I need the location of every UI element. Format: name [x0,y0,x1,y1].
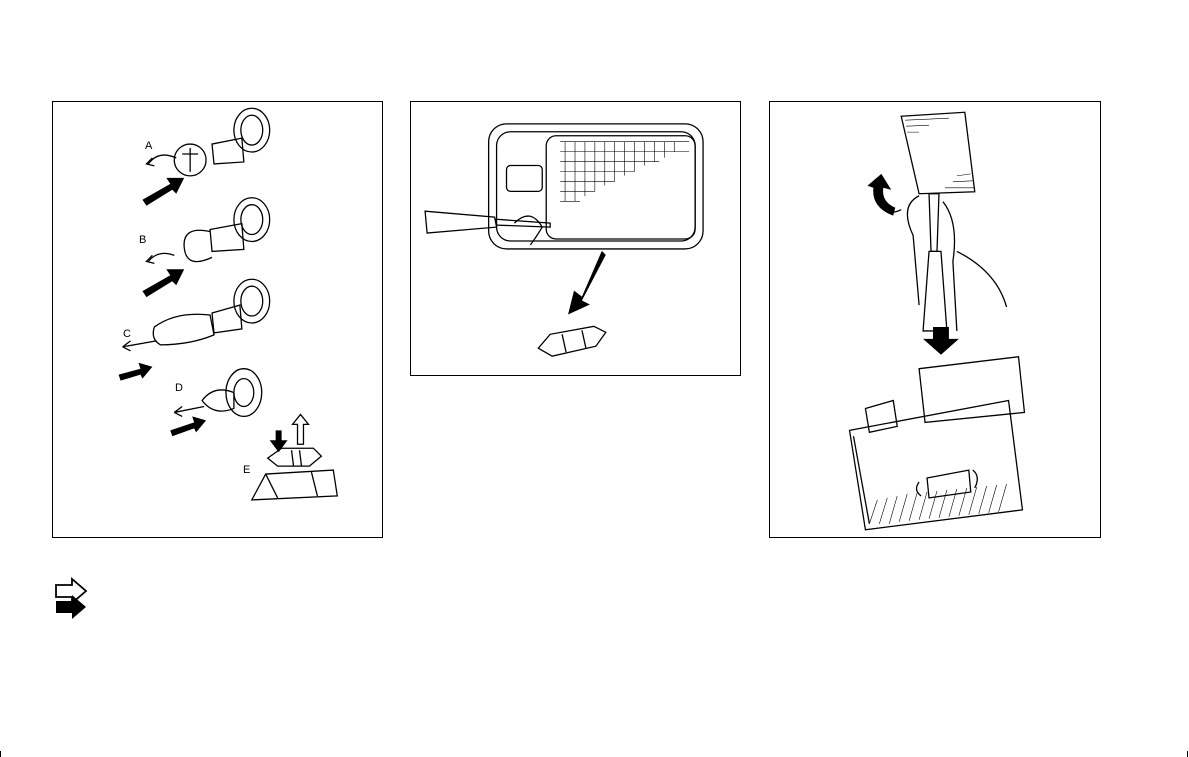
bulb-e-drawing [252,414,337,499]
bulb-b-drawing [146,198,269,264]
arrow-legend [52,577,92,625]
lens-removal-drawing [770,102,1100,537]
festoon-bulb-drawing [538,326,606,356]
map-lamp-illustration [410,101,741,376]
bulb-a-drawing [146,108,269,176]
label-c: C [123,328,131,340]
bulb-types-drawing [53,102,382,537]
bulb-d-drawing [174,369,261,417]
page-corner-mark-left [0,751,1,757]
lens-removal-illustration [769,101,1101,538]
page-corner-mark-right [1187,751,1188,757]
label-a: A [145,140,152,152]
outline-arrow-icon [56,579,86,603]
bulb-types-illustration: A B C D E [52,101,383,538]
solid-arrow-icon [56,595,86,619]
label-d: D [175,382,183,394]
label-e: E [243,464,250,476]
label-b: B [139,234,146,246]
map-lamp-drawing [411,102,740,375]
